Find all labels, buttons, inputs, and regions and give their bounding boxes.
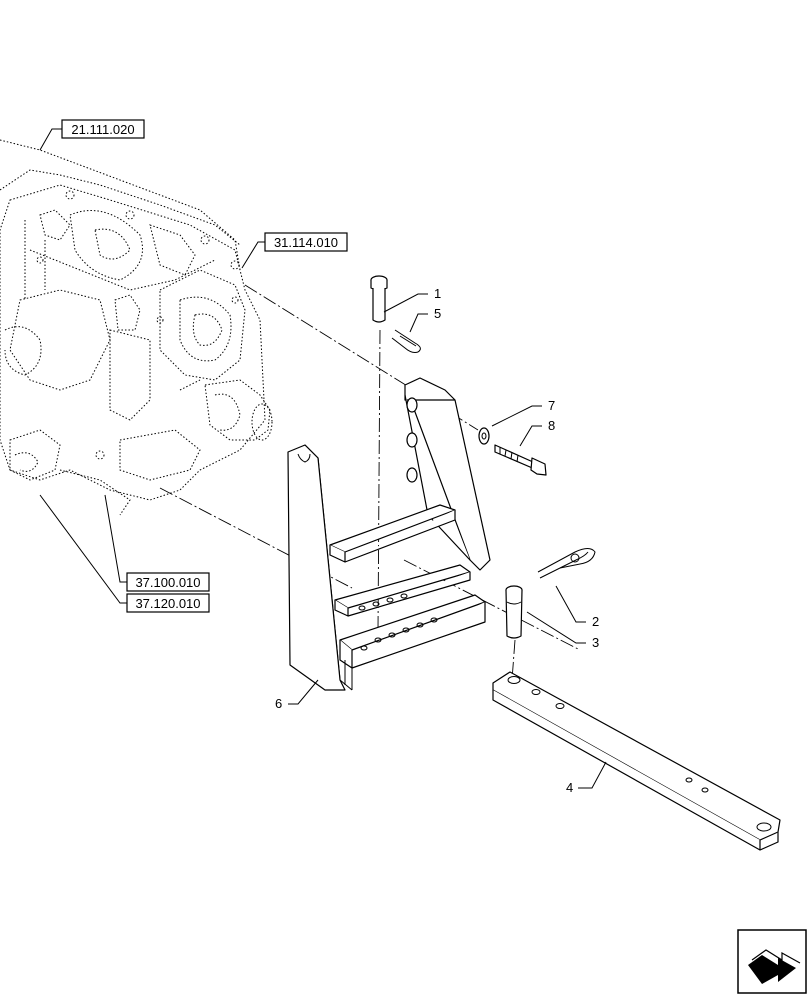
pin-part-1 [370, 275, 388, 323]
ref-label: 37.100.010 [135, 575, 200, 590]
linch-pin-part-2 [537, 548, 596, 579]
ref-box-21-111-020[interactable]: 21.111.020 [61, 119, 145, 139]
drawbar-part-4 [492, 671, 781, 851]
callout-1: 1 [434, 286, 441, 301]
ref-label: 21.111.020 [71, 122, 134, 137]
callout-7: 7 [548, 398, 555, 413]
callout-3: 3 [592, 635, 599, 650]
callout-4: 4 [566, 780, 573, 795]
ref-label: 37.120.010 [135, 596, 200, 611]
leader-lines [39, 128, 607, 789]
clip-part-5 [391, 329, 421, 353]
ref-box-31-114-010[interactable]: 31.114.010 [264, 232, 348, 252]
drawbar-pin-part-3 [505, 585, 523, 639]
callout-6: 6 [275, 696, 282, 711]
callout-8: 8 [548, 418, 555, 433]
support-frame-part-6 [287, 377, 491, 691]
next-page-arrow-icon[interactable] [737, 929, 807, 994]
callout-5: 5 [434, 306, 441, 321]
transmission-housing [0, 139, 273, 516]
ref-box-37-120-010[interactable]: 37.120.010 [126, 593, 210, 613]
bolt-part-8 [494, 444, 547, 476]
callout-2: 2 [592, 614, 599, 629]
washer-part-7 [478, 427, 490, 445]
ref-box-37-100-010[interactable]: 37.100.010 [126, 572, 210, 592]
ref-label: 31.114.010 [274, 235, 338, 250]
